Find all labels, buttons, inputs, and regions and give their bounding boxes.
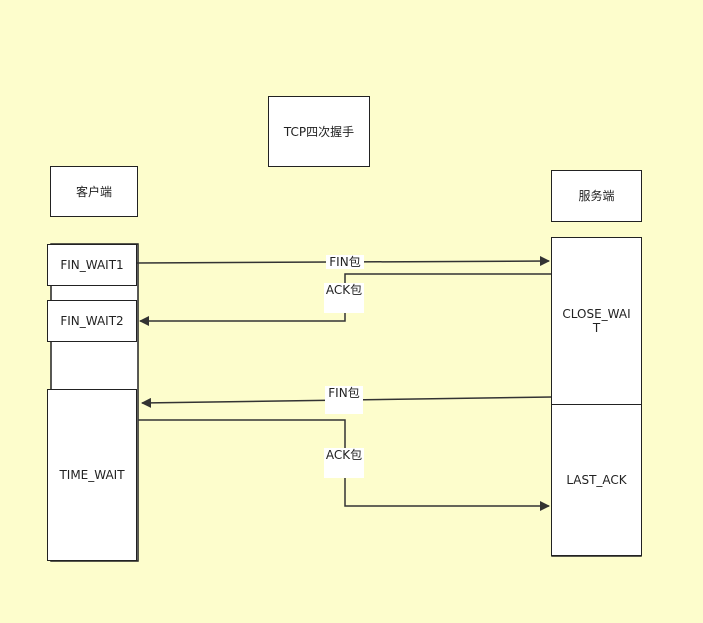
state-fin-wait-1: FIN_WAIT1 (47, 244, 137, 286)
message-ack-2: ACK包 (324, 448, 364, 478)
state-last-ack-label: LAST_ACK (566, 473, 627, 487)
state-fin-wait-1-label: FIN_WAIT1 (60, 258, 124, 272)
client-label: 客户端 (75, 184, 112, 199)
state-time-wait-label: TIME_WAIT (59, 468, 125, 482)
state-close-wait-label: CLOSE_WAIT (562, 307, 631, 335)
message-ack-1: ACK包 (324, 283, 364, 313)
state-fin-wait-2-label: FIN_WAIT2 (60, 314, 124, 328)
diagram-title: TCP四次握手 (283, 124, 355, 139)
state-time-wait: TIME_WAIT (47, 389, 137, 561)
state-last-ack: LAST_ACK (551, 404, 642, 556)
state-fin-wait-2: FIN_WAIT2 (47, 300, 137, 342)
message-fin-2: FIN包 (325, 386, 363, 414)
message-fin-1: FIN包 (326, 255, 364, 269)
state-close-wait: CLOSE_WAIT (551, 237, 642, 405)
client-header-box: 客户端 (50, 166, 138, 217)
diagram-title-box: TCP四次握手 (268, 96, 370, 167)
server-header-box: 服务端 (551, 170, 642, 222)
server-label: 服务端 (578, 189, 615, 203)
